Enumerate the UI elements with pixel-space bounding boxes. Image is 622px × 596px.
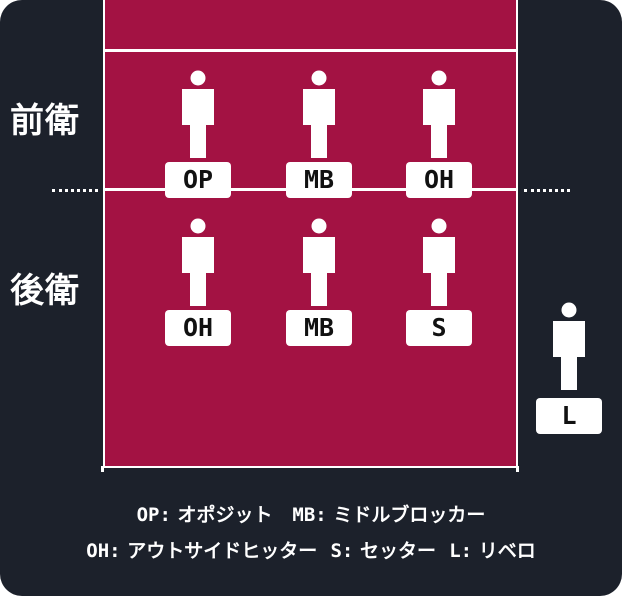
player-back-1: OH: [165, 218, 235, 358]
net-dotted-line-left: [52, 189, 98, 192]
legend-name: アウトサイドヒッター: [127, 540, 318, 562]
legend-code: MB:: [292, 504, 327, 526]
legend-line-2: OH: アウトサイドヒッター S: セッター L: リベロ: [0, 536, 622, 563]
legend-code: OH:: [86, 540, 121, 562]
attack-line: [105, 49, 516, 52]
legend-code: S:: [330, 540, 354, 562]
back-row-label: 後衛: [10, 271, 80, 311]
person-icon: [303, 218, 335, 306]
legend-name: セッター: [359, 540, 436, 562]
position-badge: S: [406, 310, 472, 346]
person-icon: [182, 218, 214, 306]
player-back-3: S: [406, 218, 476, 358]
position-badge: MB: [286, 310, 352, 346]
legend-name: ミドルブロッカー: [333, 504, 486, 526]
position-badge: MB: [286, 162, 352, 198]
legend-name: リベロ: [478, 540, 536, 562]
legend-code: L:: [449, 540, 473, 562]
position-badge: OH: [406, 162, 472, 198]
legend-code: OP:: [136, 504, 171, 526]
position-badge: OH: [165, 310, 231, 346]
player-libero: L: [536, 302, 606, 442]
position-badge: L: [536, 398, 602, 434]
player-front-2: MB: [286, 70, 356, 210]
person-icon: [423, 218, 455, 306]
player-front-3: OH: [406, 70, 476, 210]
person-icon: [303, 70, 335, 158]
person-icon: [553, 302, 585, 390]
legend-line-1: OP: オポジット MB: ミドルブロッカー: [0, 500, 622, 527]
player-back-2: MB: [286, 218, 356, 358]
court-corner-tick-right: [516, 466, 519, 472]
player-front-1: OP: [165, 70, 235, 210]
front-row-label: 前衛: [10, 101, 80, 141]
position-badge: OP: [165, 162, 231, 198]
court-corner-tick-left: [101, 466, 104, 472]
legend-name: オポジット: [177, 504, 273, 526]
person-icon: [423, 70, 455, 158]
person-icon: [182, 70, 214, 158]
net-dotted-line-right: [524, 189, 570, 192]
